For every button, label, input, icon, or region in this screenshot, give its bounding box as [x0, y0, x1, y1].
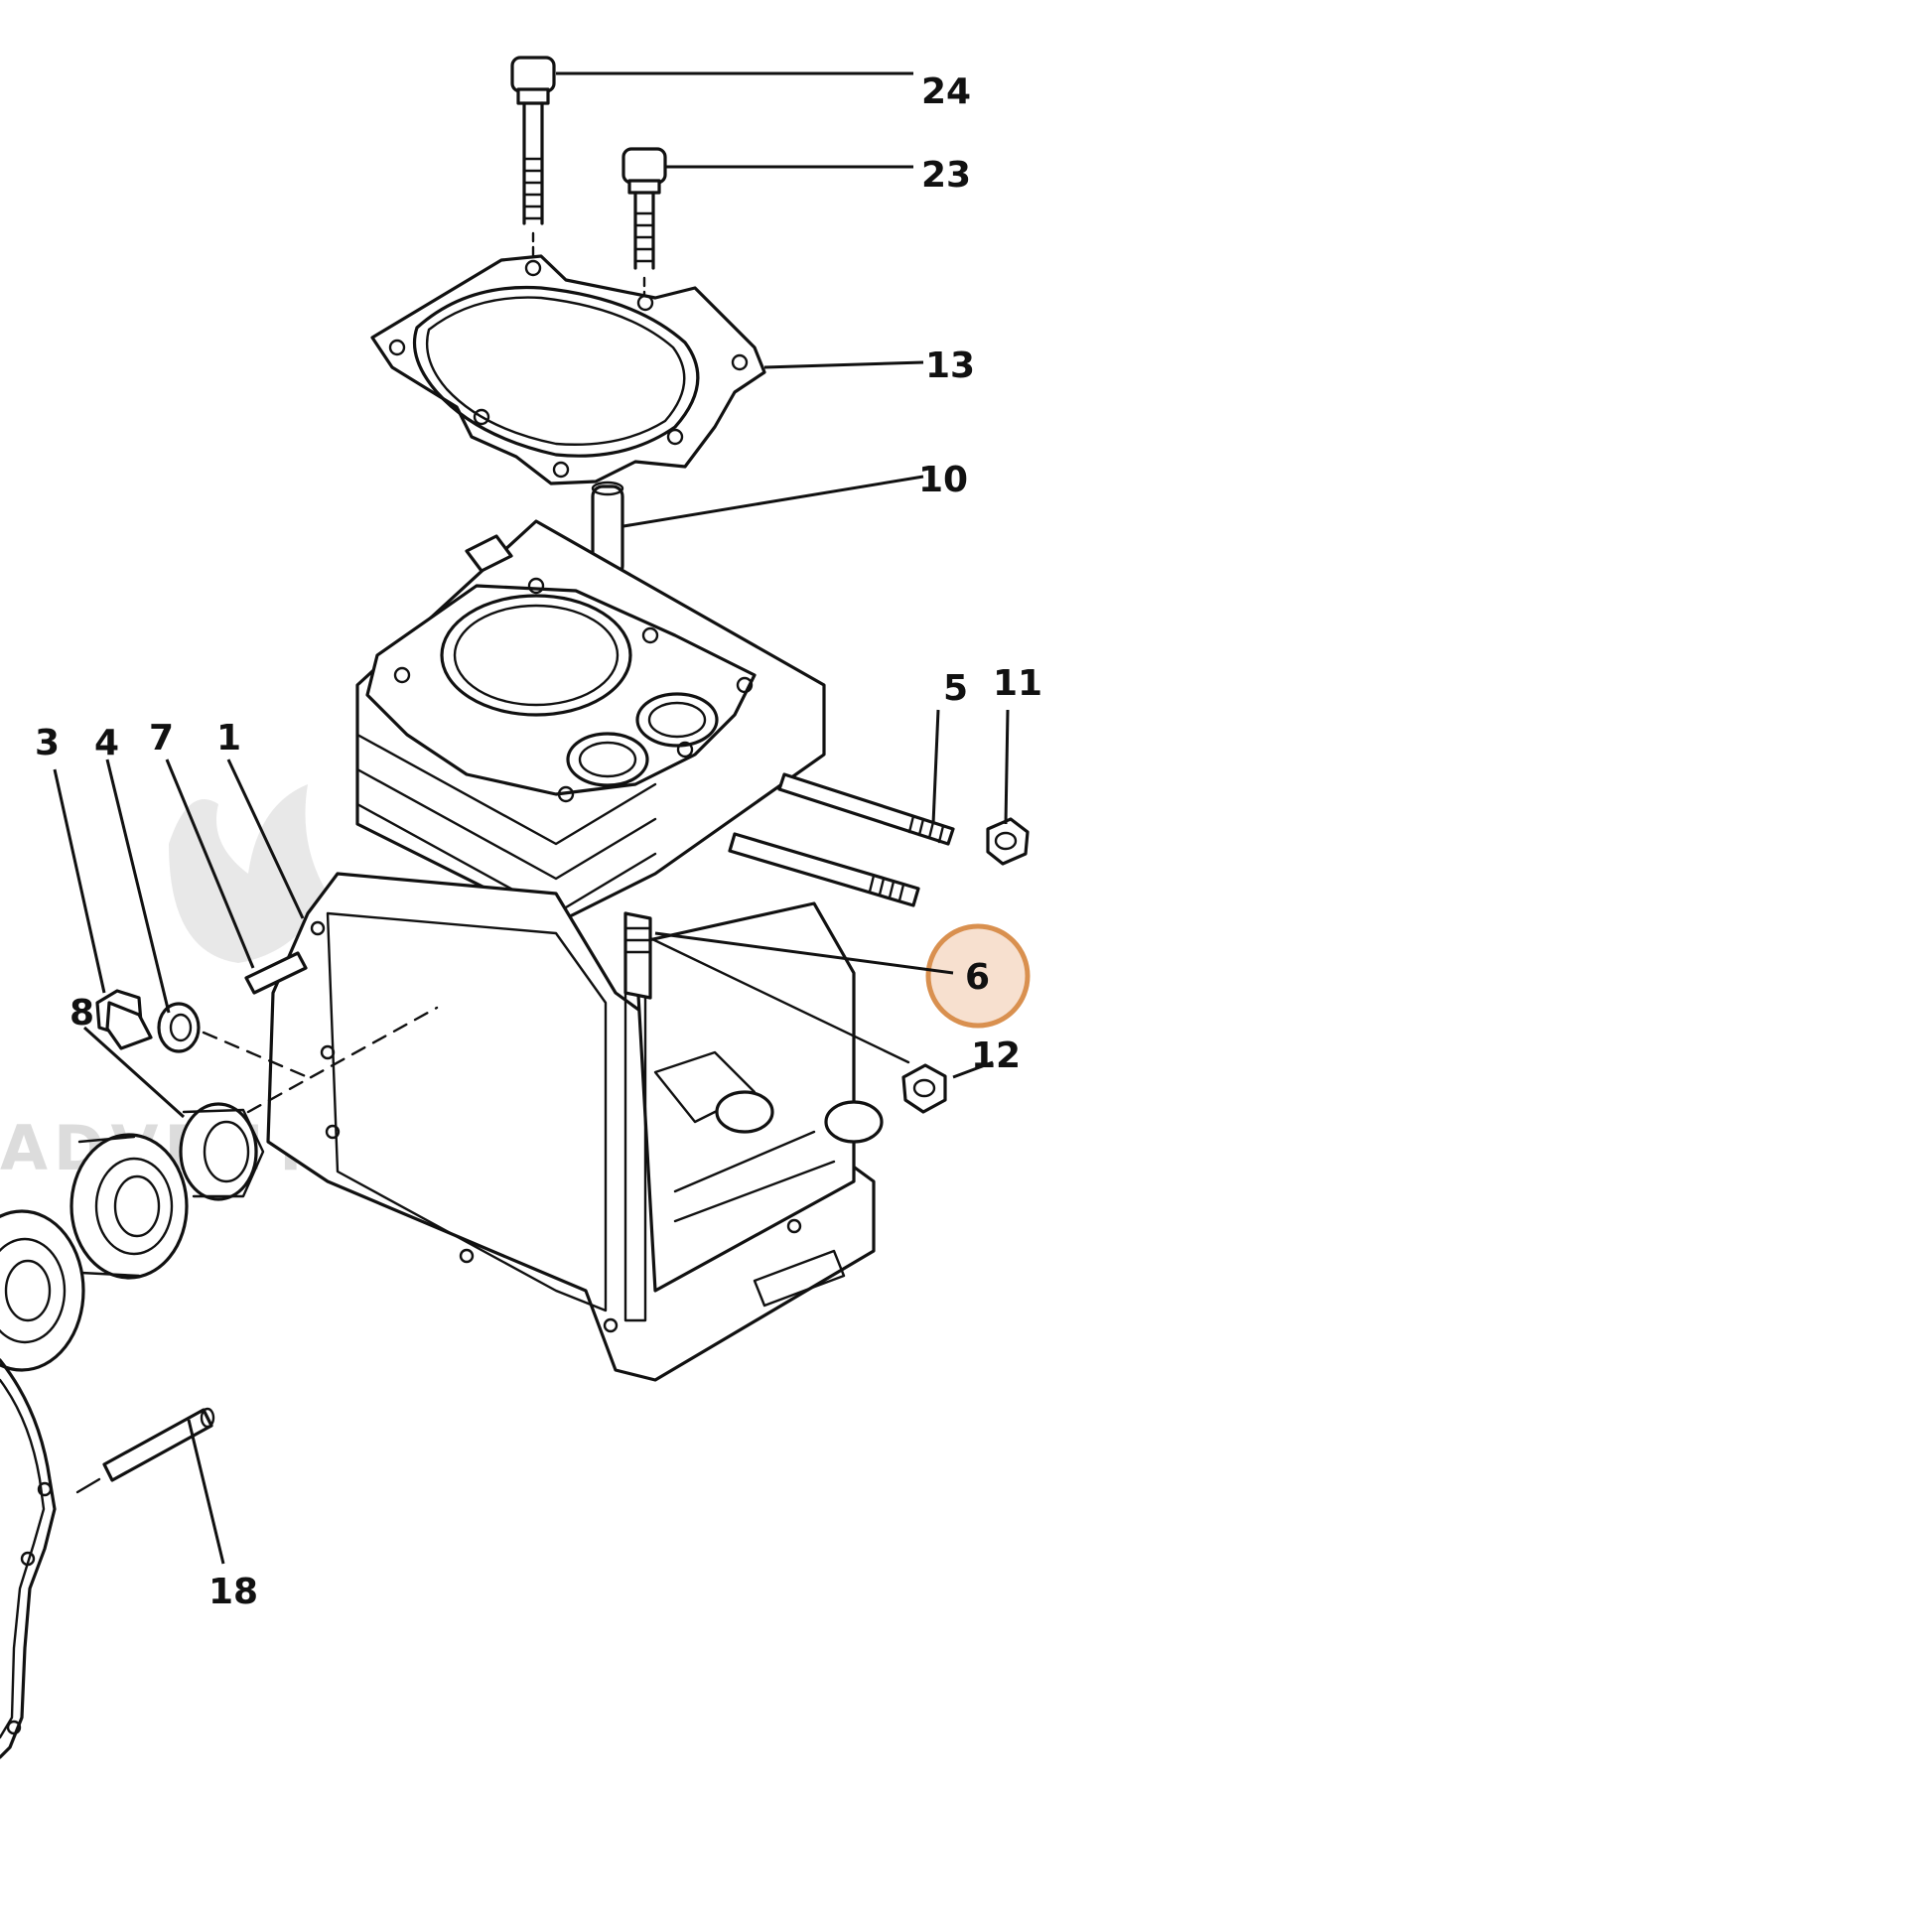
highlight-circle [925, 923, 1031, 1029]
leader-lines [53, 71, 1010, 1565]
stud-5 [728, 772, 955, 907]
callout-18: 18 [208, 1572, 258, 1612]
dowel-pin-18 [75, 1407, 215, 1494]
callout-10: 10 [918, 460, 968, 500]
callout-1: 1 [216, 718, 241, 759]
crankcase [246, 872, 884, 1382]
callout-24: 24 [921, 71, 971, 112]
callout-3: 3 [35, 723, 60, 763]
callout-6: 6 [965, 957, 990, 998]
nut-12 [901, 1063, 947, 1114]
nut-11 [986, 817, 1030, 866]
ball-bearing-2 [0, 1209, 85, 1372]
callout-12: 12 [971, 1035, 1021, 1076]
drain-plug-3 [95, 989, 153, 1050]
bolt-23 [621, 147, 667, 300]
stud-6 [623, 911, 910, 1064]
ball-bearing-1 [69, 1133, 189, 1280]
callout-labels: 24 23 13 10 5 11 3 4 7 1 6 8 12 18 [35, 71, 1042, 1612]
cylinder-block [355, 519, 826, 925]
callout-4: 4 [94, 723, 119, 763]
callout-13: 13 [925, 345, 975, 386]
dowel-pin-7 [244, 951, 308, 995]
oil-seal-8 [179, 1102, 265, 1201]
washer-4 [157, 1002, 310, 1079]
callout-23: 23 [921, 155, 971, 196]
callout-7: 7 [149, 718, 174, 759]
head-gasket-13 [370, 254, 766, 485]
bolt-24 [510, 56, 556, 262]
cover-gasket [0, 1358, 57, 1759]
callout-8: 8 [69, 993, 94, 1034]
callout-11: 11 [993, 663, 1042, 704]
callout-5: 5 [943, 668, 968, 709]
